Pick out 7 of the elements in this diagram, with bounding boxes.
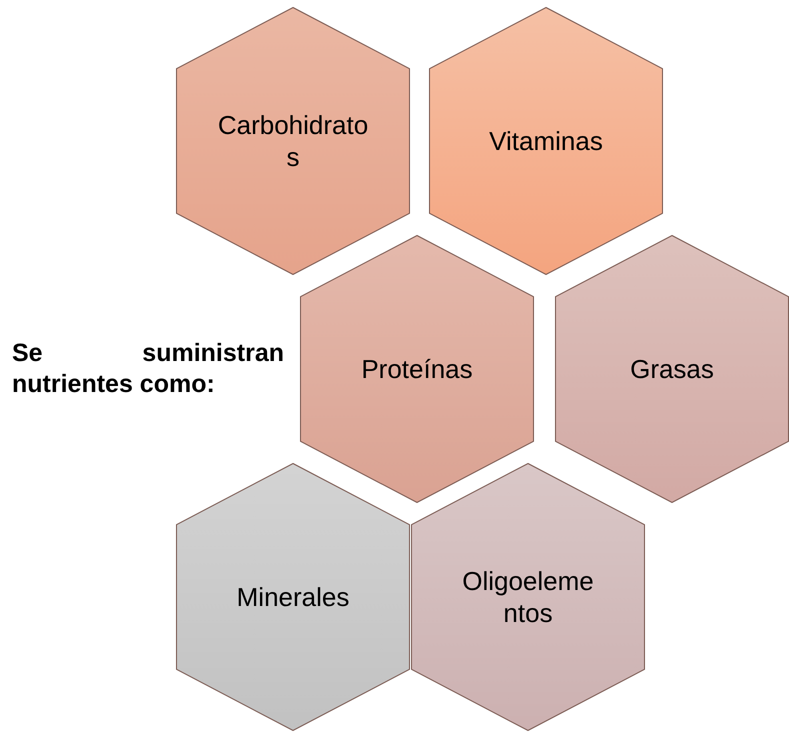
hexagon-label: Proteínas: [361, 353, 473, 385]
hexagon-label: Oligoelementos: [461, 565, 595, 629]
hexagon-label: Grasas: [630, 353, 714, 385]
hexagon-label: Carbohidratos: [216, 109, 370, 173]
hexagon-label: Vitaminas: [489, 125, 603, 157]
intro-text: Se suministran nutrientes como:: [12, 338, 284, 400]
hexagon-label: Minerales: [236, 581, 350, 613]
